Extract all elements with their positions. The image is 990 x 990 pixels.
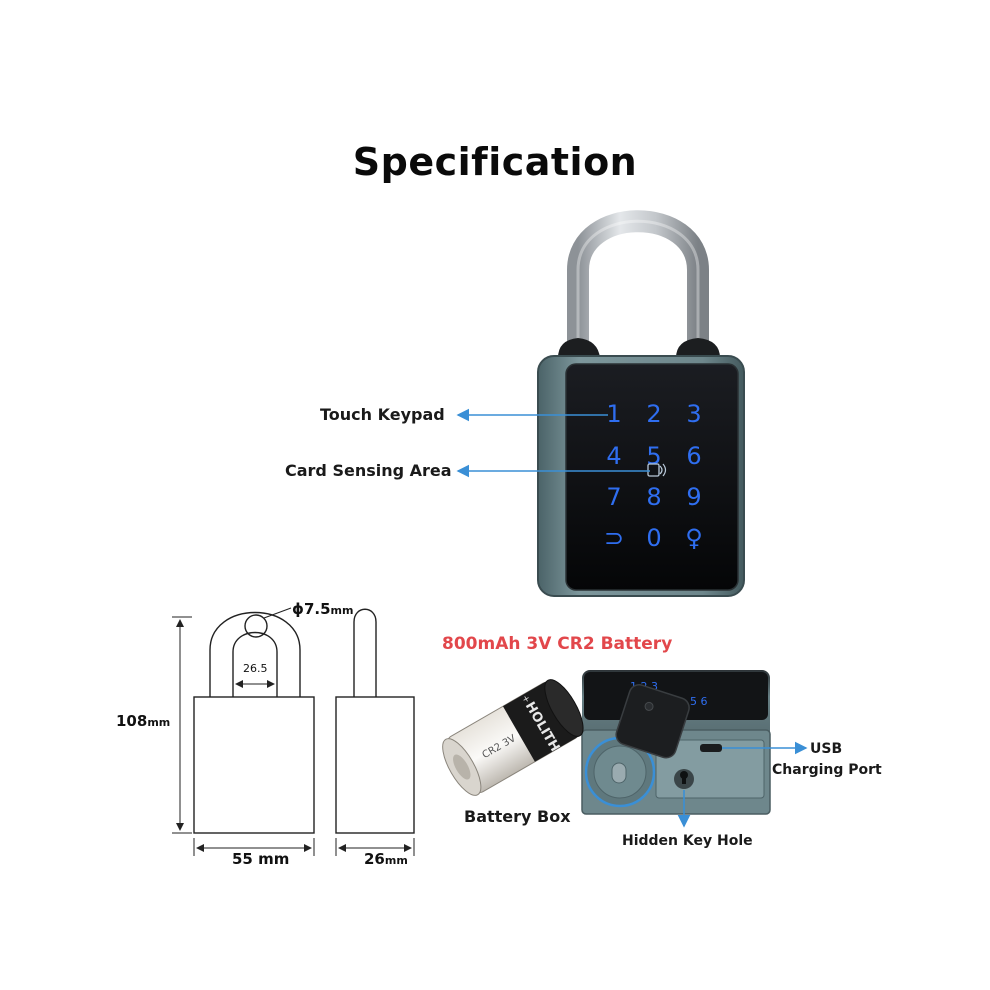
usb-label-line2: Charging Port xyxy=(772,762,882,778)
height-dimension-label: 108mm xyxy=(116,712,170,730)
shackle-diameter-unit: mm xyxy=(330,604,354,617)
keypad-key: 6 xyxy=(686,442,701,470)
svg-text:+: + xyxy=(521,693,533,705)
battery-cover xyxy=(615,684,690,759)
keypad-key: 3 xyxy=(686,400,701,428)
keypad-key: 5 xyxy=(646,442,661,470)
width-dimension xyxy=(193,838,315,856)
side-view-drawing xyxy=(335,608,415,834)
usb-label-line1: USB xyxy=(810,741,843,757)
keypad-key: 8 xyxy=(646,483,661,511)
card-sensing-label: Card Sensing Area xyxy=(285,461,452,480)
keypad-panel xyxy=(566,364,738,590)
shackle-collar-left xyxy=(558,338,600,358)
depth-value: 26 xyxy=(364,850,385,868)
keypad-key: ⊃ xyxy=(604,524,624,552)
depth-dimension-label: 26mm xyxy=(364,850,408,868)
battery-spec-label: 800mAh 3V CR2 Battery xyxy=(442,634,673,654)
height-dimension xyxy=(172,616,192,834)
touch-keypad-label: Touch Keypad xyxy=(320,405,445,424)
page-title: Specification xyxy=(352,140,638,184)
keypad-key: 0 xyxy=(646,524,661,552)
shackle-diameter-label: ϕ7.5mm xyxy=(292,600,353,618)
shackle-diameter-value: ϕ7.5 xyxy=(292,600,331,618)
cr2-battery: HOLITH CR2 3V + xyxy=(442,679,584,796)
keypad-key: 7 xyxy=(606,483,621,511)
shackle-diameter-circle xyxy=(244,614,268,638)
depth-dimension xyxy=(335,838,415,856)
key-hole xyxy=(674,769,694,789)
shackle-collar-right xyxy=(676,338,720,358)
front-view-drawing xyxy=(193,607,315,834)
keypad-key: ♀ xyxy=(685,524,703,552)
card-sensing-icon xyxy=(647,463,667,477)
height-unit: mm xyxy=(147,716,171,729)
height-value: 108 xyxy=(116,712,148,730)
usb-port xyxy=(700,744,722,752)
depth-unit: mm xyxy=(384,854,408,867)
keypad-key: 1 xyxy=(606,400,621,428)
keypad-key: 2 xyxy=(646,400,661,428)
hidden-key-hole-label: Hidden Key Hole xyxy=(622,833,753,849)
shackle xyxy=(567,210,709,352)
keypad-key: 4 xyxy=(606,442,621,470)
keypad-key: 9 xyxy=(686,483,701,511)
svg-text:5 6: 5 6 xyxy=(690,695,708,708)
shackle-gap-label: 26.5 xyxy=(243,662,268,675)
battery-box-label: Battery Box xyxy=(464,807,571,826)
width-dimension-label: 55 mm xyxy=(232,850,290,868)
